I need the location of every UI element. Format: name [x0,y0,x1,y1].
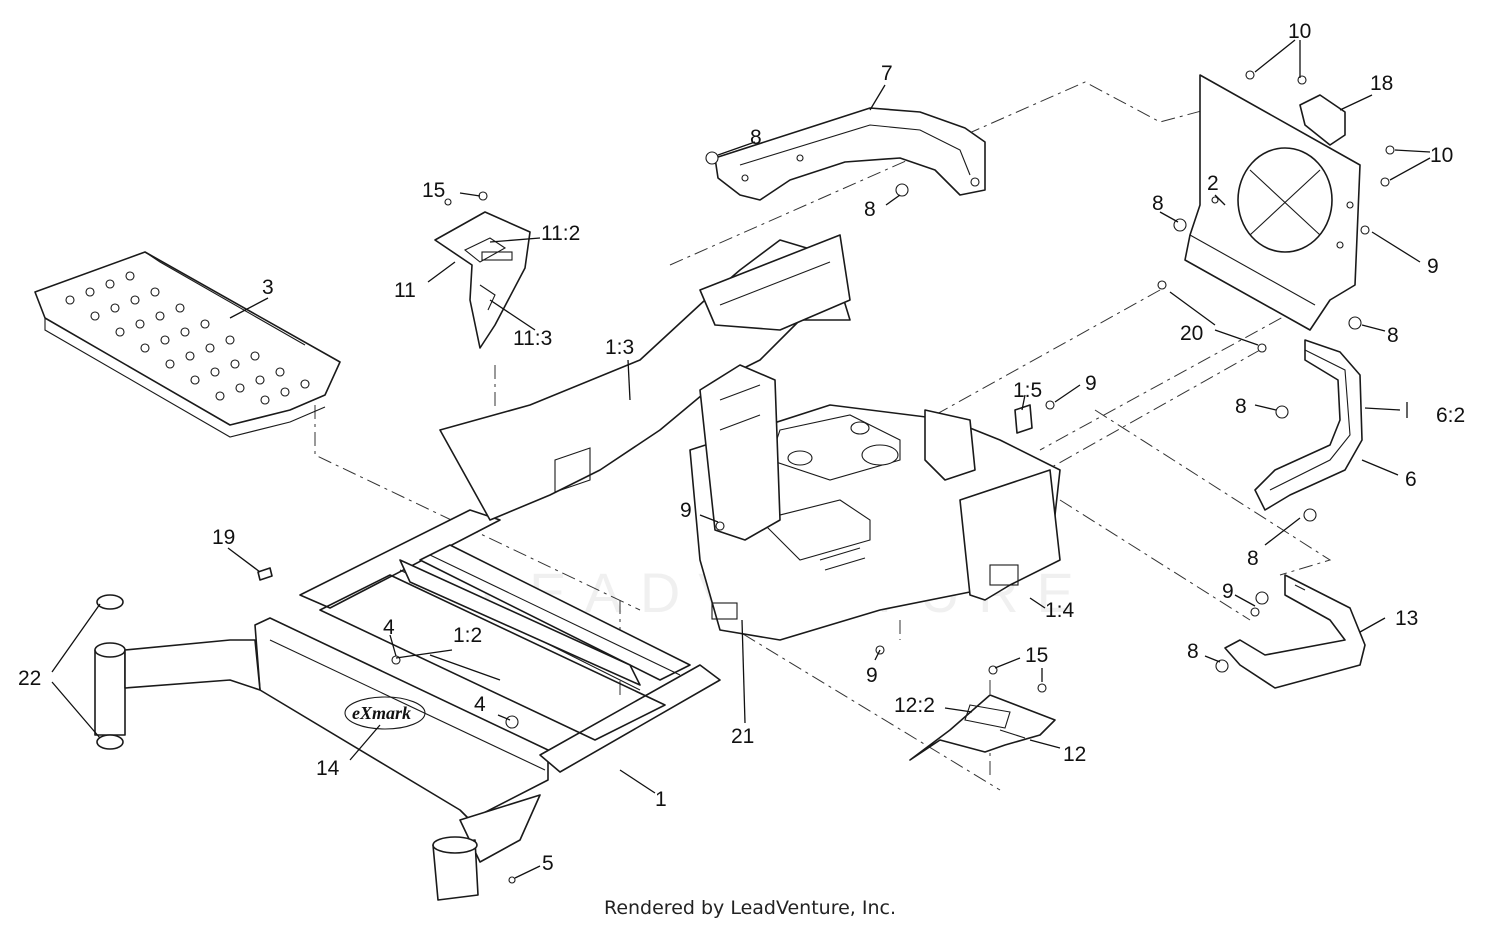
callout-1-4: 1:4 [1045,599,1075,622]
callout-22: 22 [18,667,41,690]
callout-15-a: 15 [422,179,445,202]
callout-7: 7 [881,62,893,85]
callout-8-d: 8 [1387,324,1399,347]
callout-9-c: 9 [1085,372,1097,395]
bracket-part-12 [909,694,1056,761]
callout-3: 3 [262,276,274,299]
callout-10-a: 10 [1288,20,1311,43]
callout-9-b: 9 [1222,580,1234,603]
decal-part-19 [257,567,273,581]
callout-9-e: 9 [866,664,878,687]
caster-part-22 [94,594,261,750]
callout-8-a: 8 [750,126,762,149]
callout-11-3: 11:3 [513,327,552,350]
callout-1-5: 1:5 [1013,379,1042,402]
callout-labels: 3 15 11:2 11 11:3 7 8 8 8 2 10 18 10 9 8… [18,20,1465,875]
callout-8-g: 8 [1187,640,1199,663]
callout-8-f: 8 [1247,547,1259,570]
callout-5: 5 [542,852,554,875]
callout-1-3: 1:3 [605,336,634,359]
callout-18: 18 [1370,72,1393,95]
callout-8-b: 8 [864,198,876,221]
hardware [444,70,1395,884]
callout-9-d: 9 [680,499,692,522]
callout-10-b: 10 [1430,144,1453,167]
callout-6: 6 [1405,468,1417,491]
callout-21: 21 [731,725,754,748]
callout-2: 2 [1207,172,1219,195]
side-guard-part-13 [1224,574,1366,689]
callout-20: 20 [1180,322,1203,345]
callout-12-2: 12:2 [894,694,935,717]
callout-14: 14 [316,757,340,780]
side-guard-part-6 [1254,339,1363,511]
step-plate-part-3 [34,251,341,438]
callout-8-e: 8 [1235,395,1247,418]
callout-11: 11 [394,279,416,302]
callout-8-c: 8 [1152,192,1164,215]
bracket-part-11 [434,211,531,349]
callout-4-b: 4 [474,693,486,716]
leader-lines [51,39,1431,879]
brand-logo: eXmark [352,703,411,723]
callout-13: 13 [1395,607,1418,630]
main-frame-part-1: eXmark [254,234,1061,901]
rear-guard-part-7 [714,107,986,201]
callout-15-b: 15 [1025,644,1048,667]
callout-1-2: 1:2 [453,624,482,647]
callout-4-a: 4 [383,616,395,639]
callout-12: 12 [1063,743,1086,766]
plate-perforations [65,271,310,405]
callout-9-a: 9 [1427,255,1439,278]
rear-shield-part-2 [1184,74,1361,331]
callout-11-2: 11:2 [541,222,580,245]
callout-19-label: 19 [212,526,235,549]
callout-1: 1 [655,788,667,811]
callout-6-2: 6:2 [1436,404,1465,427]
footer-credit: Rendered by LeadVenture, Inc. [603,897,897,919]
